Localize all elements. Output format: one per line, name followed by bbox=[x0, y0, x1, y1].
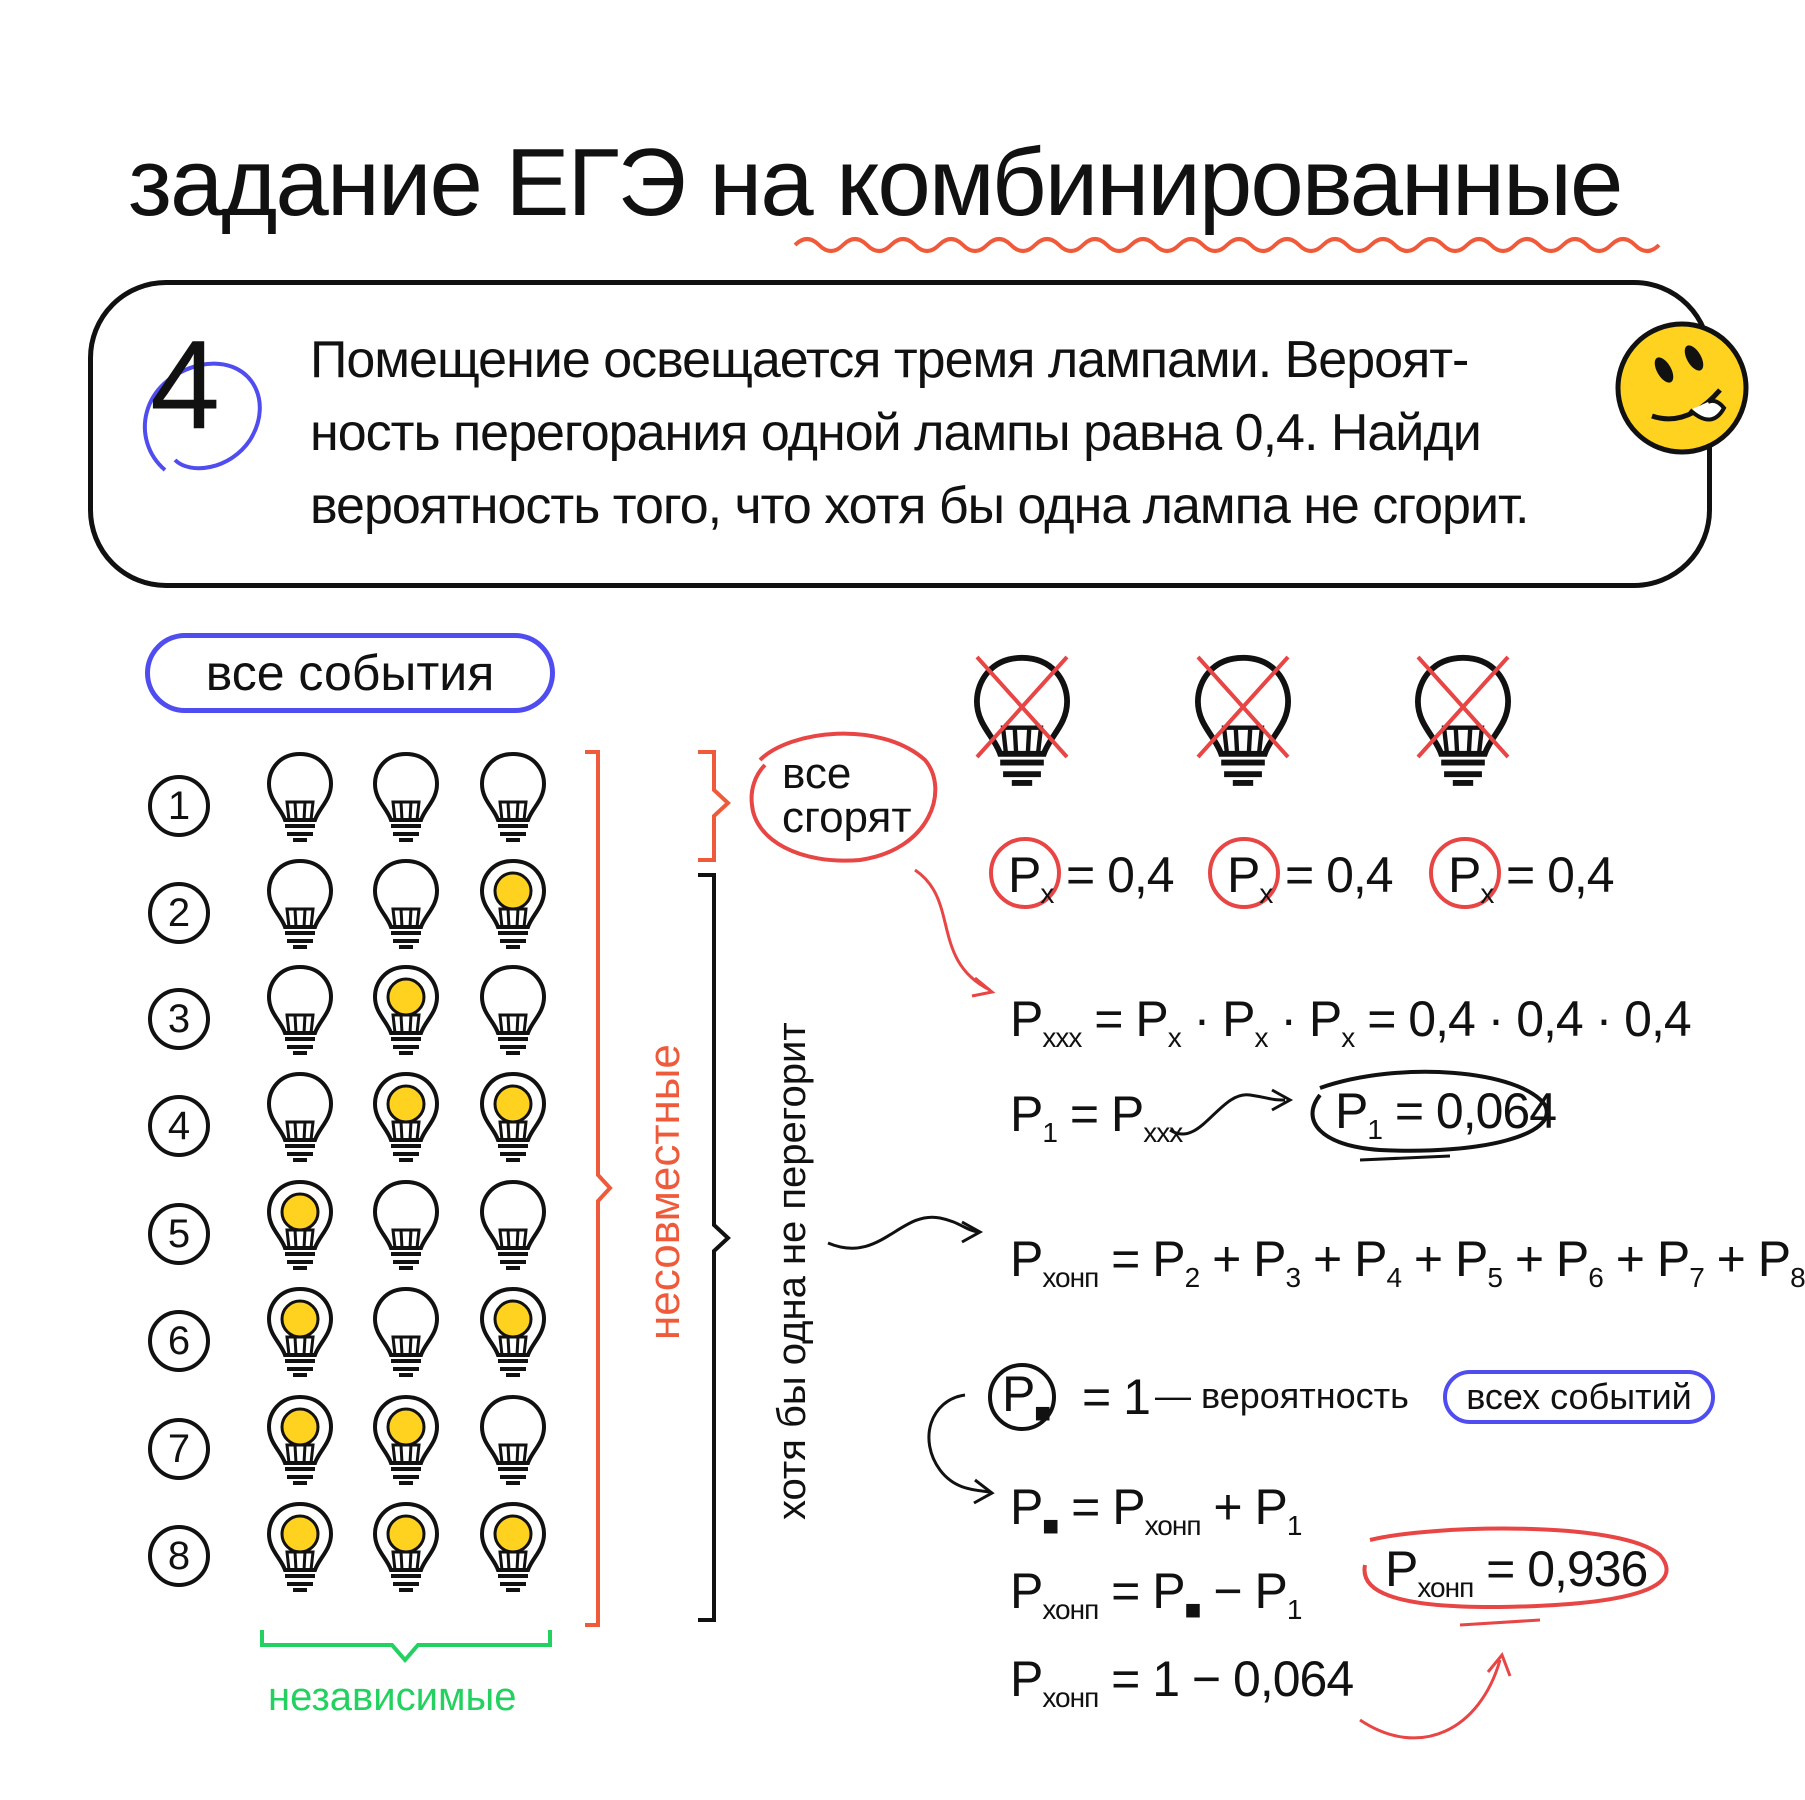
formula-all-events-symbol: P■ bbox=[1002, 1366, 1051, 1428]
bulb-on-icon bbox=[371, 963, 441, 1073]
all-burn-label: все сгорят bbox=[782, 752, 912, 840]
formula-3: Pхонп = 1 − 0,064 bbox=[1010, 1651, 1354, 1713]
all-burn-line-1: все bbox=[782, 749, 852, 798]
task-text-line-1: Помещение освещается тремя лампами. Веро… bbox=[310, 331, 1469, 389]
bulb-off-icon bbox=[478, 1393, 548, 1503]
bulb-on-icon bbox=[478, 1070, 548, 1180]
page-title: задание ЕГЭ на комбинированные bbox=[128, 129, 1623, 236]
row-number-2: 2 bbox=[148, 882, 210, 944]
crossed-bulb-icon bbox=[967, 652, 1077, 817]
bulb-on-icon bbox=[265, 1393, 335, 1503]
bulb-off-icon bbox=[265, 963, 335, 1073]
bulb-on-icon bbox=[478, 857, 548, 967]
crossed-bulb-icon bbox=[1188, 652, 1298, 817]
px-value-3: = 0,4 bbox=[1506, 847, 1615, 903]
independent-label: независимые bbox=[268, 1675, 517, 1719]
bulb-on-icon bbox=[265, 1178, 335, 1288]
bulb-off-icon bbox=[478, 750, 548, 860]
all-events-pill: всех событий bbox=[1443, 1370, 1715, 1424]
at-least-one-label: хотя бы одна не перегорит bbox=[770, 1022, 814, 1520]
bulb-off-icon bbox=[371, 1285, 441, 1395]
formula-pxonp-sum: Pхонп = P2 + P3 + P4 + P5 + P6 + P7 + P8 bbox=[1010, 1231, 1805, 1293]
row-number-1: 1 bbox=[148, 775, 210, 837]
bulb-on-icon bbox=[265, 1285, 335, 1395]
bulb-on-icon bbox=[265, 1500, 335, 1610]
row-number-5: 5 bbox=[148, 1203, 210, 1265]
smiley-sticker-icon bbox=[1615, 321, 1749, 455]
row-number-3: 3 bbox=[148, 988, 210, 1050]
formula-all-events-eq: = 1 bbox=[1082, 1369, 1151, 1425]
task-text-line-3: вероятность того, что хотя бы одна лампа… bbox=[310, 477, 1530, 535]
task-text-line-2: ность перегорания одной лампы равна 0,4.… bbox=[310, 404, 1482, 462]
row-number-6: 6 bbox=[148, 1310, 210, 1372]
formula-2: Pхонп = P■ − P1 bbox=[1010, 1563, 1302, 1625]
bulb-off-icon bbox=[371, 857, 441, 967]
formula-final: Pхонп = 0,936 bbox=[1385, 1541, 1648, 1603]
all-burn-line-2: сгорят bbox=[782, 793, 912, 842]
row-number-8: 8 bbox=[148, 1525, 210, 1587]
bulb-off-icon bbox=[478, 1178, 548, 1288]
bulb-off-icon bbox=[371, 1178, 441, 1288]
formula-p1-eq: P1 = Pxxx bbox=[1010, 1086, 1183, 1148]
formula-pxxx: Pxxx = Px · Px · Px = 0,4 · 0,4 · 0,4 bbox=[1010, 991, 1692, 1053]
bulb-off-icon bbox=[478, 963, 548, 1073]
bulb-on-icon bbox=[371, 1393, 441, 1503]
bulb-off-icon bbox=[371, 750, 441, 860]
incompatible-label: несовместные bbox=[640, 1044, 689, 1340]
all-events-label: все события bbox=[145, 633, 555, 713]
bulb-off-icon bbox=[265, 1070, 335, 1180]
bulb-off-icon bbox=[265, 750, 335, 860]
bulb-off-icon bbox=[265, 857, 335, 967]
formula-1: P■ = Pхонп + P1 bbox=[1010, 1479, 1302, 1541]
formula-all-events-note: — вероятность bbox=[1155, 1375, 1409, 1416]
row-number-7: 7 bbox=[148, 1418, 210, 1480]
bulb-on-icon bbox=[478, 1285, 548, 1395]
px-symbol-1: Px bbox=[1008, 847, 1054, 909]
px-value-1: = 0,4 bbox=[1066, 847, 1175, 903]
px-symbol-3: Px bbox=[1448, 847, 1494, 909]
px-value-2: = 0,4 bbox=[1285, 847, 1394, 903]
px-symbol-2: Px bbox=[1227, 847, 1273, 909]
row-number-4: 4 bbox=[148, 1095, 210, 1157]
formula-p1-result: P1 = 0,064 bbox=[1335, 1083, 1557, 1145]
bulb-on-icon bbox=[371, 1500, 441, 1610]
crossed-bulb-icon bbox=[1408, 652, 1518, 817]
task-number: 4 bbox=[150, 314, 221, 455]
bulb-on-icon bbox=[478, 1500, 548, 1610]
bulb-on-icon bbox=[371, 1070, 441, 1180]
